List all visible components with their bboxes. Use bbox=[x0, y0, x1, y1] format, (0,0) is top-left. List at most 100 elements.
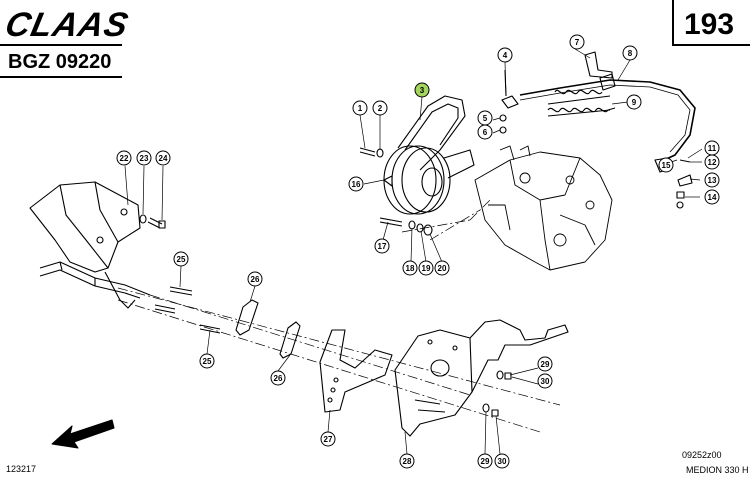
pins-25 bbox=[154, 286, 221, 334]
callout-circle bbox=[270, 370, 286, 386]
callout-circle bbox=[626, 94, 642, 110]
header-rule-group bbox=[0, 76, 122, 78]
callout-number: 17 bbox=[378, 242, 387, 251]
callout-18: 18 bbox=[402, 260, 418, 276]
callout-circle bbox=[497, 47, 513, 63]
pulley-16 bbox=[383, 145, 475, 215]
callout-4: 4 bbox=[497, 47, 513, 63]
callout-circle bbox=[352, 100, 368, 116]
callout-circle bbox=[569, 34, 585, 50]
callout-circle bbox=[622, 45, 638, 61]
callout-number: 30 bbox=[498, 457, 507, 466]
callout-number: 29 bbox=[541, 360, 550, 369]
bolt-17 bbox=[379, 217, 403, 227]
bellows-9 bbox=[547, 89, 616, 117]
callout-number: 13 bbox=[708, 176, 717, 185]
bolt-12 bbox=[679, 159, 691, 163]
callout-number: 26 bbox=[251, 275, 260, 284]
callout-20: 20 bbox=[434, 260, 450, 276]
callout-circle bbox=[372, 100, 388, 116]
callout-number: 25 bbox=[177, 255, 186, 264]
callout-16: 16 bbox=[348, 176, 364, 192]
callout-29b: 29 bbox=[477, 453, 493, 469]
callout-24: 24 bbox=[155, 150, 171, 166]
fitting-4 bbox=[501, 69, 519, 109]
callout-25b: 25 bbox=[199, 353, 215, 369]
callout-circle bbox=[537, 373, 553, 389]
washer-2 bbox=[376, 148, 384, 158]
callout-6: 6 bbox=[477, 124, 493, 140]
callout-number: 28 bbox=[403, 457, 412, 466]
control-cable-8 bbox=[519, 73, 696, 163]
callout-circle bbox=[155, 150, 171, 166]
callout-9: 9 bbox=[626, 94, 642, 110]
callout-22: 22 bbox=[116, 150, 132, 166]
callout-19: 19 bbox=[418, 260, 434, 276]
callout-circle bbox=[348, 176, 364, 192]
callout-circle bbox=[477, 453, 493, 469]
header-rule-right bbox=[672, 44, 750, 46]
direction-arrow bbox=[51, 419, 115, 449]
callout-17: 17 bbox=[374, 238, 390, 254]
callout-number: 20 bbox=[438, 264, 447, 273]
bolt-24 bbox=[147, 217, 166, 229]
callout-number: 4 bbox=[503, 51, 508, 60]
header-divider bbox=[672, 0, 674, 46]
callout-14: 14 bbox=[704, 189, 720, 205]
callout-30a: 30 bbox=[537, 373, 553, 389]
washer-23 bbox=[139, 214, 147, 224]
callout-8: 8 bbox=[622, 45, 638, 61]
callout-2: 2 bbox=[372, 100, 388, 116]
spacer-plate-26a bbox=[235, 299, 259, 336]
callout-number: 26 bbox=[274, 374, 283, 383]
callout-number: 30 bbox=[541, 377, 550, 386]
callout-number: 19 bbox=[422, 264, 431, 273]
callout-25a: 25 bbox=[173, 251, 189, 267]
callout-number: 11 bbox=[708, 144, 717, 153]
callout-circle bbox=[136, 150, 152, 166]
callout-26a: 26 bbox=[247, 271, 263, 287]
callout-circle bbox=[704, 154, 720, 170]
callout-circle bbox=[247, 271, 263, 287]
callout-circle bbox=[537, 356, 553, 372]
callout-number: 1 bbox=[358, 104, 363, 113]
gearbox-housing bbox=[474, 145, 613, 271]
callout-circle bbox=[477, 124, 493, 140]
callout-number: 22 bbox=[120, 154, 129, 163]
callout-number: 25 bbox=[203, 357, 212, 366]
washers-18-19-20 bbox=[408, 220, 433, 236]
callout-number: 8 bbox=[628, 49, 633, 58]
header-rule-left bbox=[0, 44, 122, 46]
callout-23: 23 bbox=[136, 150, 152, 166]
v-belt-3 bbox=[397, 95, 466, 171]
bracket-27 bbox=[319, 329, 393, 413]
callout-circle bbox=[374, 238, 390, 254]
callout-circle bbox=[173, 251, 189, 267]
clip-13 bbox=[677, 174, 693, 187]
callout-number: 9 bbox=[632, 98, 637, 107]
callout-29a: 29 bbox=[537, 356, 553, 372]
leader-lines bbox=[124, 48, 703, 455]
callout-7: 7 bbox=[569, 34, 585, 50]
callout-number: 14 bbox=[708, 193, 717, 202]
nut-14 bbox=[676, 191, 685, 209]
washers-29-30 bbox=[482, 370, 512, 417]
callout-circle bbox=[704, 189, 720, 205]
drawing-code: 09252z00 bbox=[682, 450, 722, 460]
model-name: MEDION 330 H bbox=[686, 465, 749, 475]
callout-number: 24 bbox=[159, 154, 168, 163]
callout-1: 1 bbox=[352, 100, 368, 116]
page-number: 193 bbox=[684, 8, 735, 41]
callout-circle bbox=[399, 453, 415, 469]
mounting-plate-28 bbox=[394, 319, 569, 437]
callout-circle bbox=[494, 453, 510, 469]
callout-number: 7 bbox=[575, 38, 580, 47]
callout-number: 23 bbox=[140, 154, 149, 163]
spacer-plate-26b bbox=[279, 321, 301, 359]
callout-circle bbox=[402, 260, 418, 276]
callout-circle bbox=[704, 172, 720, 188]
callout-circle bbox=[199, 353, 215, 369]
callout-12: 12 bbox=[704, 154, 720, 170]
